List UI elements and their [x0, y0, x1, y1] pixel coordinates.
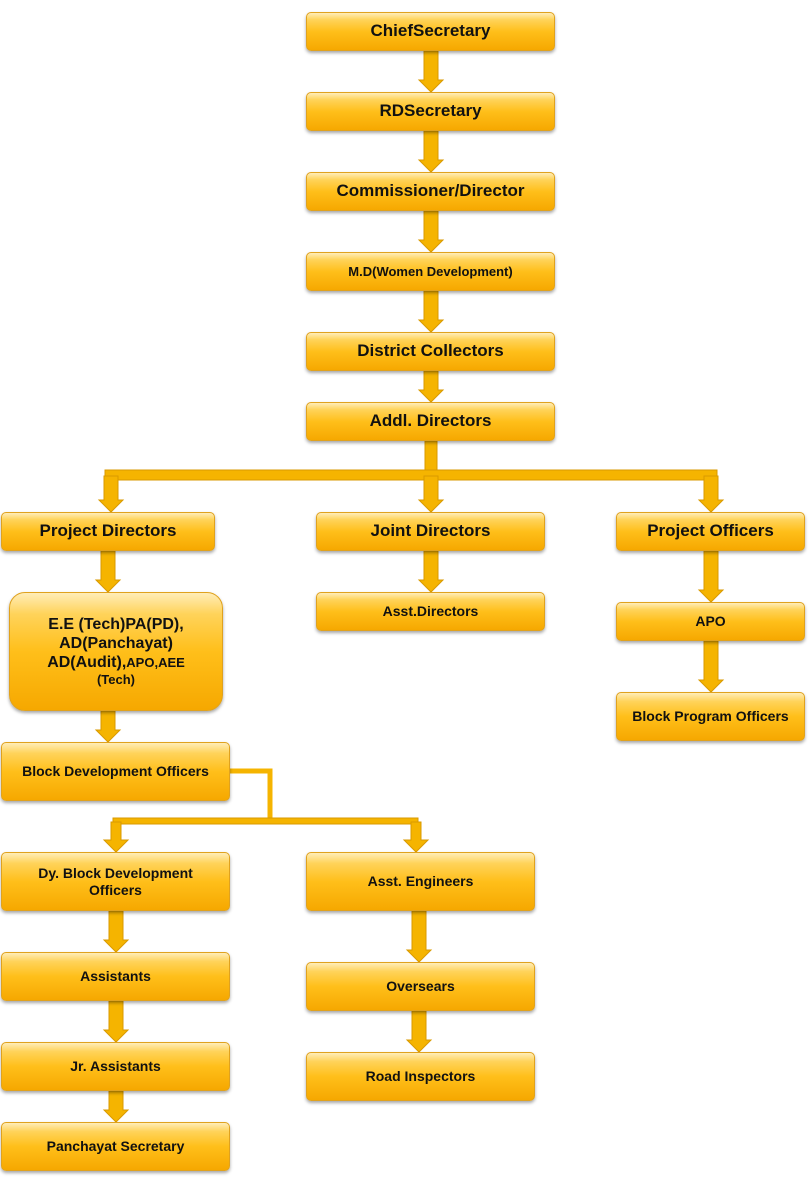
node-commissioner-director: Commissioner/Director [306, 172, 555, 211]
connector-arrow [402, 821, 430, 853]
node-label-line: (Tech) [96, 672, 136, 688]
node-label: Asst. Engineers [367, 873, 474, 890]
node-road-inspectors: Road Inspectors [306, 1052, 535, 1101]
connector-arrow [405, 910, 433, 963]
node-district-collectors: District Collectors [306, 332, 555, 371]
node-panchayat-secretary: Panchayat Secretary [1, 1122, 230, 1171]
connector-arrow [417, 370, 445, 403]
node-label-line: Officers [89, 881, 142, 898]
connector-arrow [102, 910, 130, 953]
connector-arrow [417, 290, 445, 333]
connector-arrow [102, 1090, 130, 1123]
node-label: RDSecretary [379, 101, 482, 121]
connector-arrow [417, 210, 445, 253]
node-label: District Collectors [357, 341, 504, 361]
connector-arrow [97, 475, 125, 513]
connector-line [230, 768, 273, 821]
node-label: Panchayat Secretary [46, 1138, 185, 1155]
node-jr-assistants: Jr. Assistants [1, 1042, 230, 1091]
node-label: APO [695, 613, 726, 630]
node-label: M.D(Women Development) [348, 263, 513, 279]
connector-arrow [102, 821, 130, 853]
node-label: Jr. Assistants [70, 1058, 161, 1075]
node-rd-secretary: RDSecretary [306, 92, 555, 131]
node-label-part: AD(Audit), [47, 654, 127, 672]
node-label: Oversears [386, 978, 455, 995]
node-project-officers: Project Officers [616, 512, 805, 551]
connector-arrow [697, 640, 725, 693]
node-label: Block Program Officers [632, 708, 789, 725]
node-label: Project Directors [39, 521, 177, 541]
connector-arrow [417, 475, 445, 513]
node-block-program-officers: Block Program Officers [616, 692, 805, 741]
node-addl-directors: Addl. Directors [306, 402, 555, 441]
connector-arrow [417, 130, 445, 173]
connector-arrow [697, 550, 725, 603]
node-label-line: AD(Audit),APO,AEE [47, 653, 185, 672]
connector-arrow [697, 475, 725, 513]
node-oversears: Oversears [306, 962, 535, 1011]
node-label: ChiefSecretary [370, 21, 491, 41]
connector-line [112, 817, 419, 825]
node-block-development-officers: Block Development Officers [1, 742, 230, 801]
node-label: Asst.Directors [382, 603, 479, 620]
node-label-line: E.E (Tech)PA(PD), [48, 615, 184, 633]
connector-arrow [94, 710, 122, 743]
node-ee-tech-group: E.E (Tech)PA(PD), AD(Panchayat) AD(Audit… [9, 592, 223, 711]
node-label: Block Development Officers [22, 763, 209, 780]
node-joint-directors: Joint Directors [316, 512, 545, 551]
node-label: Assistants [80, 968, 151, 985]
node-label-line: Dy. Block Development [38, 864, 193, 881]
node-label: Addl. Directors [369, 411, 492, 431]
node-label: Road Inspectors [365, 1068, 476, 1085]
node-chief-secretary: ChiefSecretary [306, 12, 555, 51]
connector-arrow [417, 50, 445, 93]
node-apo: APO [616, 602, 805, 641]
node-dy-block-development-officers: Dy. Block Development Officers [1, 852, 230, 911]
node-label-part: APO,AEE [126, 655, 185, 671]
node-label-line: AD(Panchayat) [59, 635, 173, 653]
node-asst-engineers: Asst. Engineers [306, 852, 535, 911]
connector-line [104, 469, 718, 481]
node-project-directors: Project Directors [1, 512, 215, 551]
connector-arrow [417, 550, 445, 593]
node-assistants: Assistants [1, 952, 230, 1001]
node-label: Joint Directors [370, 521, 491, 541]
connector-arrow [94, 550, 122, 593]
connector-arrow [102, 1000, 130, 1043]
node-label: Project Officers [647, 521, 774, 541]
node-label: Commissioner/Director [336, 181, 525, 201]
node-md-women-development: M.D(Women Development) [306, 252, 555, 291]
node-asst-directors: Asst.Directors [316, 592, 545, 631]
connector-arrow [405, 1010, 433, 1053]
